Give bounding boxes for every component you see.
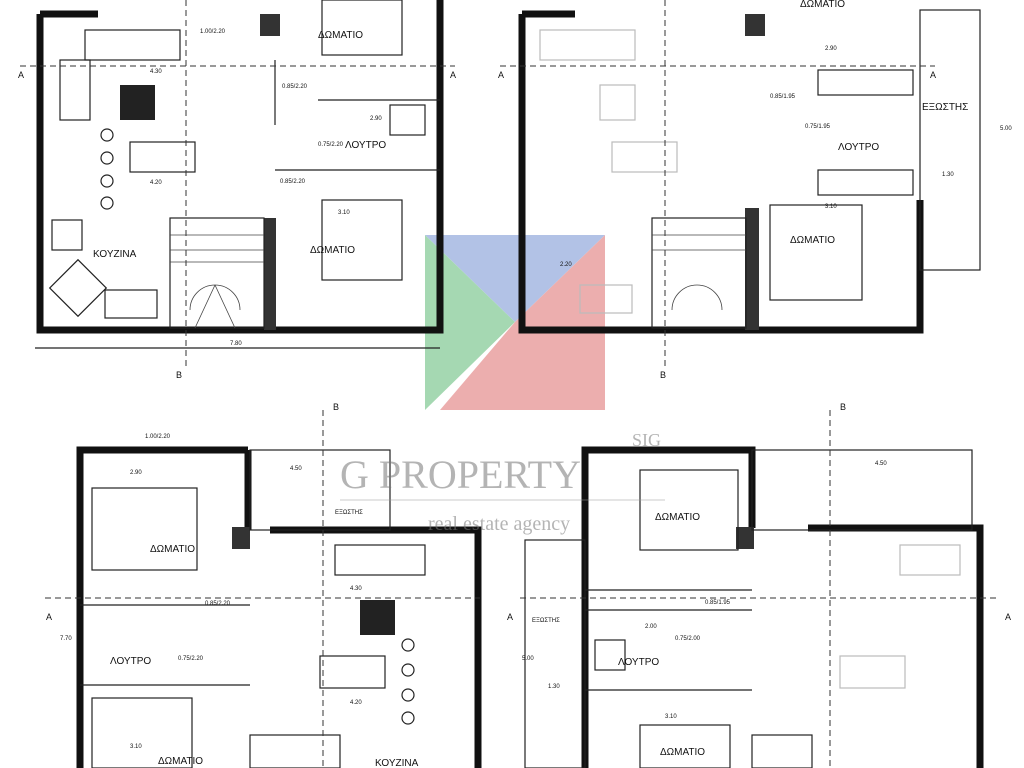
dimension-label: 2.90 — [370, 116, 382, 122]
dimension-label: 4.50 — [290, 466, 302, 472]
section-mark: A — [450, 70, 456, 80]
dimension-label: 5.00 — [1000, 126, 1012, 132]
dimension-label: 4.30 — [150, 69, 162, 75]
exterior-wall — [36, 0, 444, 334]
door-label: 0.85/1.95 — [770, 94, 796, 100]
section-mark: B — [176, 370, 182, 380]
room-label: ΕΞΩΣΤΗΣ — [335, 510, 363, 516]
room-label: ΛΟΥΤΡΟ — [110, 656, 151, 667]
dimension-label: 3.10 — [665, 714, 677, 720]
dimension-label: 4.30 — [350, 586, 362, 592]
door-label: 0.85/2.20 — [280, 179, 306, 185]
door-label: 0.85/2.20 — [205, 601, 231, 607]
watermark-tagline: real estate agency — [428, 513, 570, 535]
door-label: 1.00/2.20 — [145, 434, 171, 440]
dimension-label: 4.20 — [350, 700, 362, 706]
section-mark: A — [930, 70, 936, 80]
dimension-label: 2.20 — [560, 262, 572, 268]
room-label: ΕΞΩΣΤΗΣ — [922, 102, 968, 113]
section-mark: B — [840, 402, 846, 412]
room-label: ΚΟΥΖΙΝΑ — [375, 758, 419, 768]
door-label: 0.75/2.20 — [178, 656, 204, 662]
room-label: ΕΞΩΣΤΗΣ — [532, 618, 560, 624]
floor-plan-1: ΔΩΜΑΤΙΟ ΛΟΥΤΡΟ ΔΩΜΑΤΙΟ ΚΟΥΖΙΝΑ 7.80 4.30… — [18, 0, 456, 380]
room-label: ΔΩΜΑΤΙΟ — [800, 0, 845, 10]
dimension-label: 2.90 — [825, 46, 837, 52]
section-mark: B — [660, 370, 666, 380]
dimension-label: 3.10 — [338, 210, 350, 216]
watermark-brand: G PROPERTY — [340, 452, 581, 497]
room-label: ΔΩΜΑΤΙΟ — [150, 544, 195, 555]
room-label: ΔΩΜΑΤΙΟ — [655, 512, 700, 523]
door-label: 0.85/1.95 — [705, 600, 731, 606]
dimension-label: 1.30 — [942, 172, 954, 178]
room-label: ΔΩΜΑΤΙΟ — [318, 30, 363, 41]
section-mark: B — [333, 402, 339, 412]
watermark-logo — [425, 235, 605, 410]
room-label: ΔΩΜΑΤΙΟ — [790, 235, 835, 246]
dimension-label: 2.00 — [645, 624, 657, 630]
room-label: ΔΩΜΑΤΙΟ — [660, 747, 705, 758]
door-label: 1.00/2.20 — [200, 29, 226, 35]
room-label: ΛΟΥΤΡΟ — [838, 142, 879, 153]
room-label: ΔΩΜΑΤΙΟ — [158, 756, 203, 767]
dimension-label: 4.50 — [875, 461, 887, 467]
door-label: 0.75/2.00 — [675, 636, 701, 642]
section-mark: A — [507, 612, 513, 622]
door-label: 0.85/2.20 — [282, 84, 308, 90]
door-label: 0.75/2.20 — [318, 142, 344, 148]
floor-plan-4: ΔΩΜΑΤΙΟ ΛΟΥΤΡΟ ΔΩΜΑΤΙΟ ΕΞΩΣΤΗΣ 4.50 2.00… — [507, 402, 1011, 768]
dimension-label: 1.30 — [548, 684, 560, 690]
section-mark: A — [498, 70, 504, 80]
dimension-label: 3.10 — [130, 744, 142, 750]
section-mark: A — [1005, 612, 1011, 622]
door-label: 0.75/1.95 — [805, 124, 831, 130]
room-label: ΚΟΥΖΙΝΑ — [93, 249, 137, 260]
dimension-label: 3.10 — [825, 204, 837, 210]
floor-plan-3: ΔΩΜΑΤΙΟ ΛΟΥΤΡΟ ΔΩΜΑΤΙΟ ΚΟΥΖΙΝΑ ΕΞΩΣΤΗΣ 2… — [45, 402, 482, 768]
dimension-label: 5.00 — [522, 656, 534, 662]
dimension-label: 4.20 — [150, 180, 162, 186]
section-mark: A — [46, 612, 52, 622]
dimension-label: 7.70 — [60, 636, 72, 642]
watermark-badge: SIG — [632, 430, 661, 450]
dimension-label: 7.80 — [230, 341, 242, 347]
room-label: ΛΟΥΤΡΟ — [345, 140, 386, 151]
dimension-label: 2.90 — [130, 470, 142, 476]
room-label: ΛΟΥΤΡΟ — [618, 657, 659, 668]
section-mark: A — [18, 70, 24, 80]
floor-plan-2: ΔΩΜΑΤΙΟ ΛΟΥΤΡΟ ΔΩΜΑΤΙΟ ΕΞΩΣΤΗΣ 3.10 2.90… — [498, 0, 1012, 380]
room-label: ΔΩΜΑΤΙΟ — [310, 245, 355, 256]
